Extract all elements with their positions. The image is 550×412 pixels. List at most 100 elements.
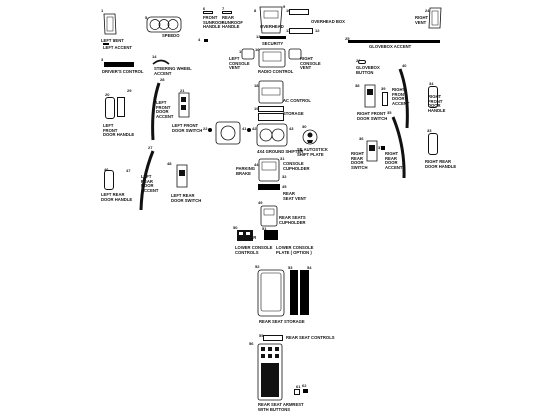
rear-seat-vent-piece xyxy=(258,184,280,190)
overhead-strip-piece xyxy=(289,28,313,34)
right-vent-label: RIGHT VENT xyxy=(415,15,429,25)
part-number: 40 xyxy=(402,63,407,68)
rear-seat-controls-piece xyxy=(263,335,283,341)
part-number: 4 xyxy=(198,37,201,42)
part-number: 52 xyxy=(255,264,260,269)
part-number: 1 xyxy=(101,8,104,13)
left-rear-door-accent-label: LEFT REAR DOOR ACCENT xyxy=(141,174,159,193)
part-number: 20 xyxy=(105,92,110,97)
part-number: 48 xyxy=(167,161,172,166)
left-rear-door-handle-piece xyxy=(104,170,114,190)
part-number: 42 xyxy=(252,126,257,131)
lower-console-plate-piece xyxy=(264,230,278,240)
rear-sunroof-handle-label: REAR SUNROOF HANDLE xyxy=(222,15,243,30)
steering-wheel-accent-label: STEERING WHEEL ACCENT xyxy=(154,66,192,76)
small-piece xyxy=(204,39,208,42)
left-accent-label: LEFT ACCENT xyxy=(103,45,132,50)
part-number: 24 xyxy=(425,8,430,13)
part-number: 14 xyxy=(152,54,157,59)
se-autostick-shift-plate-label: SE AUTOSTICK SHIFT PLATE xyxy=(297,147,328,157)
part-number: 55 xyxy=(259,333,264,338)
part-number: 41 xyxy=(242,126,247,131)
overhead-label: OVERHEAD xyxy=(260,24,284,29)
part-number: 13 xyxy=(256,34,261,39)
part-number: 37 xyxy=(378,146,382,150)
part-number: 47 xyxy=(126,168,131,173)
part-number: 16 xyxy=(255,47,260,52)
drivers-control-piece xyxy=(104,62,134,67)
left-front-door-accent-label: LEFT FRONT DOOR ACCENT xyxy=(156,100,174,119)
part-number: 10 xyxy=(286,9,290,13)
left-rear-door-accent-piece xyxy=(139,150,155,211)
part-number: 46 xyxy=(104,168,108,172)
part-number: 56 xyxy=(249,341,254,346)
part-number: 31 xyxy=(280,156,285,161)
radio-control-piece xyxy=(258,48,286,68)
part-number: 15 xyxy=(239,49,244,54)
right-rear-door-handle-piece xyxy=(428,133,438,155)
part-number: 35 xyxy=(387,110,392,115)
part-number: 38 xyxy=(355,83,360,88)
part-number: 28 xyxy=(160,77,165,82)
part-number: 36 xyxy=(359,136,364,141)
part-number: 45 xyxy=(282,184,287,189)
lower-console-controls-label: LOWER CONSOLE CONTROLS xyxy=(235,245,273,255)
or-label: OR xyxy=(250,235,257,240)
lower-console-controls-piece xyxy=(237,230,253,241)
ac-control-label: AC CONTROL xyxy=(283,98,311,103)
small-piece xyxy=(381,146,385,150)
right-front-door-switch-piece xyxy=(364,84,376,108)
left-front-door-switch-label: LEFT FRONT DOOR SWITCH xyxy=(172,123,203,133)
overhead-piece xyxy=(259,6,283,34)
front-sunroof-handle-piece xyxy=(203,11,213,14)
part-number: 2 xyxy=(113,38,116,43)
rear-seat-storage-piece xyxy=(257,269,285,317)
security-label: SECURITY xyxy=(262,41,284,46)
rear-seat-vent-label: REAR SEAT VENT xyxy=(283,191,307,201)
glovebox-button-label: GLOVEBOX BUTTON xyxy=(356,65,380,75)
part-number: 49 xyxy=(258,200,263,205)
rear-seat-armrest-piece xyxy=(257,343,283,401)
part-number: 33 xyxy=(427,128,432,133)
part-number: 30 xyxy=(302,124,307,129)
part-number: 61 xyxy=(296,384,301,389)
part-number: 21 xyxy=(180,88,185,93)
left-rear-door-switch-piece xyxy=(176,164,188,188)
left-front-door-handle-label: LEFT FRONT DOOR HANDLE xyxy=(103,123,135,138)
speedo-piece xyxy=(146,16,182,33)
part-number: 44 xyxy=(254,162,259,167)
part-number: 3 xyxy=(101,57,104,62)
rear-seats-cupholder-piece xyxy=(260,205,278,227)
right-console-vent-label: RIGHT CONSOLE VENT xyxy=(300,56,321,71)
rear-sunroof-handle-piece xyxy=(222,11,232,14)
part-number: 7 xyxy=(222,6,225,11)
part-number: 5 xyxy=(145,15,148,20)
console-cupholder-label: CONSOLE CUPHOLDER xyxy=(283,161,310,171)
rear-seats-cupholder-label: REAR SEATS CUPHOLDER xyxy=(279,215,306,225)
part-number: 22 xyxy=(203,126,208,131)
se-autostick-shift-plate-piece xyxy=(302,129,318,145)
knob-piece xyxy=(208,128,212,132)
security-piece xyxy=(260,36,286,39)
console-cupholder-piece xyxy=(258,158,280,182)
storage-label: STORAGE xyxy=(283,111,304,116)
4x4-ground-shifter-label: 4X4 GROUND SHIFTER xyxy=(257,149,304,154)
left-shifter-bezel-piece xyxy=(215,121,241,145)
part-number: 11 xyxy=(286,29,290,33)
left-rear-door-switch-label: LEFT REAR DOOR SWITCH xyxy=(171,193,202,203)
left-console-vent-label: LEFT CONSOLE VENT xyxy=(229,56,250,71)
right-console-vent-piece xyxy=(288,48,302,60)
part-number: 34 xyxy=(429,81,434,86)
left-accent-piece xyxy=(103,43,109,45)
storage-piece xyxy=(258,113,284,121)
right-rear-door-accent-piece xyxy=(391,116,406,179)
left-front-door-handle-piece xyxy=(105,97,115,119)
part-number: 53 xyxy=(288,265,293,270)
left-front-door-accent-piece xyxy=(151,82,161,141)
storage-strip-piece xyxy=(258,106,284,112)
part-number: 19 xyxy=(254,106,259,111)
rear-seat-controls-label: REAR SEAT CONTROLS xyxy=(286,335,335,340)
part-number: 25 xyxy=(345,36,350,41)
right-front-door-accent-label: RIGHT FRONT DOOR ACCENT xyxy=(392,87,410,106)
part-number: 29 xyxy=(127,88,132,93)
